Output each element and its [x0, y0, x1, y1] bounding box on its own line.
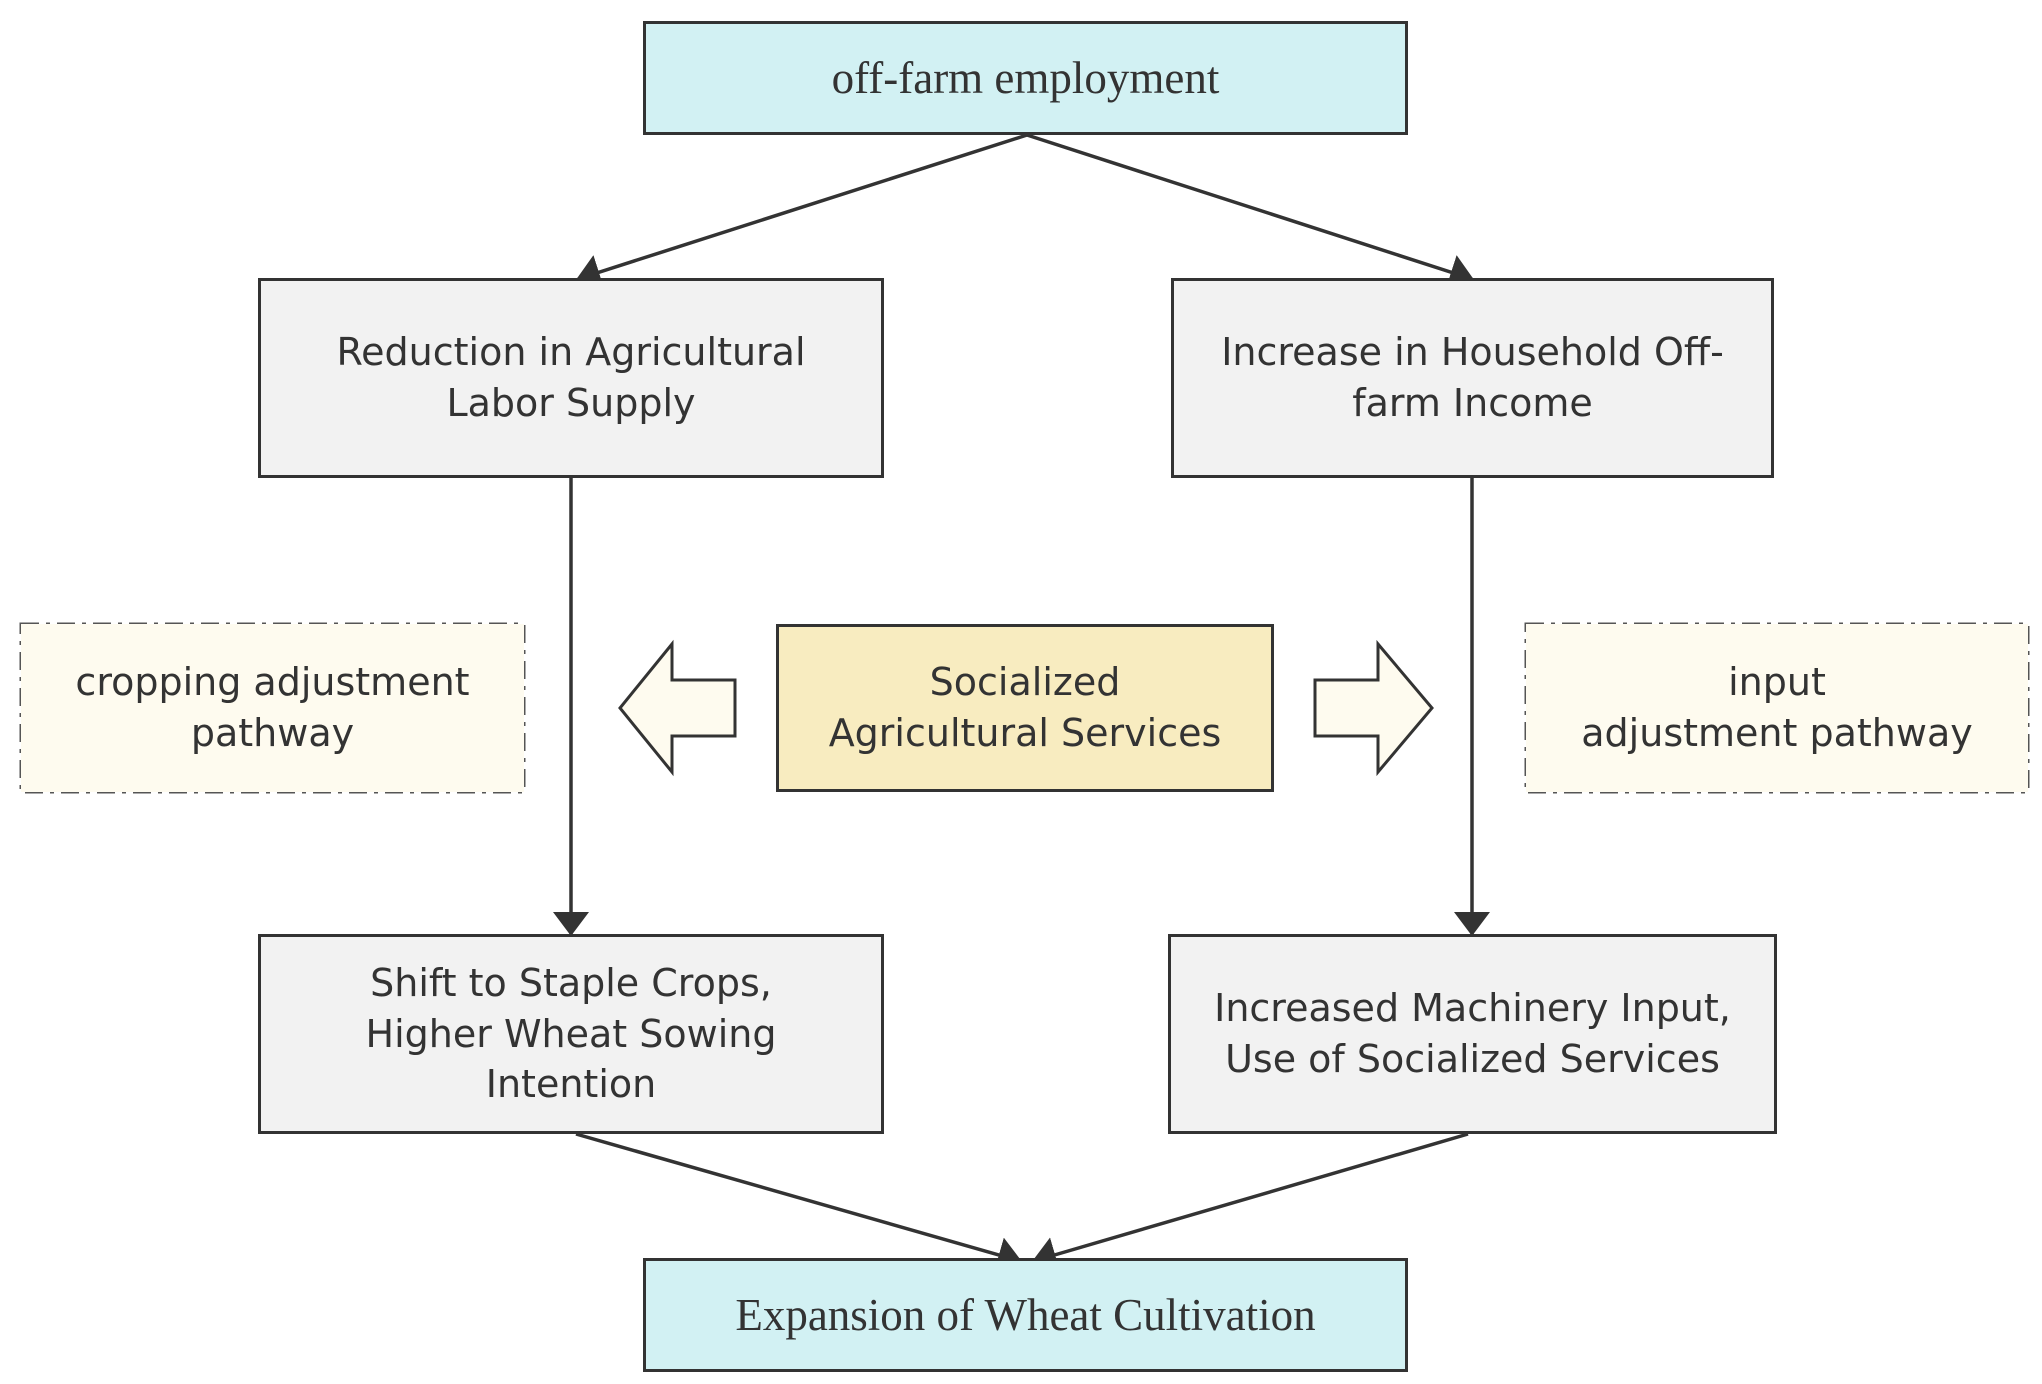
- off-farm-employment-label: off-farm employment: [831, 53, 1220, 103]
- socialized-agricultural-services-node: Socialized Agricultural Services: [776, 624, 1274, 792]
- edge-left-low-to-bottom: [575, 1132, 1022, 1273]
- off-farm-employment-node: off-farm employment: [643, 21, 1408, 135]
- wheat-cultivation-expansion-label: Expansion of Wheat Cultivation: [735, 1290, 1316, 1340]
- socialized-agricultural-services-label: Socialized Agricultural Services: [828, 660, 1222, 755]
- wheat-cultivation-expansion-node: Expansion of Wheat Cultivation: [643, 1258, 1408, 1372]
- input-adjustment-pathway-node: input adjustment pathway: [1526, 624, 2028, 792]
- staple-crops-shift-node: Shift to Staple Crops, Higher Wheat Sowi…: [258, 934, 884, 1134]
- staple-crops-shift-label: Shift to Staple Crops, Higher Wheat Sowi…: [365, 961, 777, 1107]
- cropping-adjustment-pathway-label: cropping adjustment pathway: [75, 660, 470, 755]
- input-adjustment-pathway-label: input adjustment pathway: [1581, 660, 1973, 755]
- off-farm-income-increase-label: Increase in Household Off- farm Income: [1221, 330, 1724, 425]
- labor-supply-reduction-label: Reduction in Agricultural Labor Supply: [336, 330, 806, 425]
- right-pathway-border: [1524, 622, 2030, 794]
- edge-top-to-right-mid: [1026, 133, 1474, 290]
- off-farm-income-increase-node: Increase in Household Off- farm Income: [1171, 278, 1774, 478]
- right-hollow-arrow-icon: [1313, 639, 1434, 777]
- machinery-input-label: Increased Machinery Input, Use of Social…: [1214, 986, 1731, 1081]
- cropping-adjustment-pathway-node: cropping adjustment pathway: [21, 624, 524, 792]
- left-pathway-border: [19, 622, 526, 794]
- left-hollow-arrow-icon: [618, 639, 737, 777]
- edge-right-low-to-bottom: [1032, 1132, 1469, 1273]
- machinery-input-node: Increased Machinery Input, Use of Social…: [1168, 934, 1777, 1134]
- labor-supply-reduction-node: Reduction in Agricultural Labor Supply: [258, 278, 884, 478]
- edge-top-to-left-mid: [576, 133, 1028, 290]
